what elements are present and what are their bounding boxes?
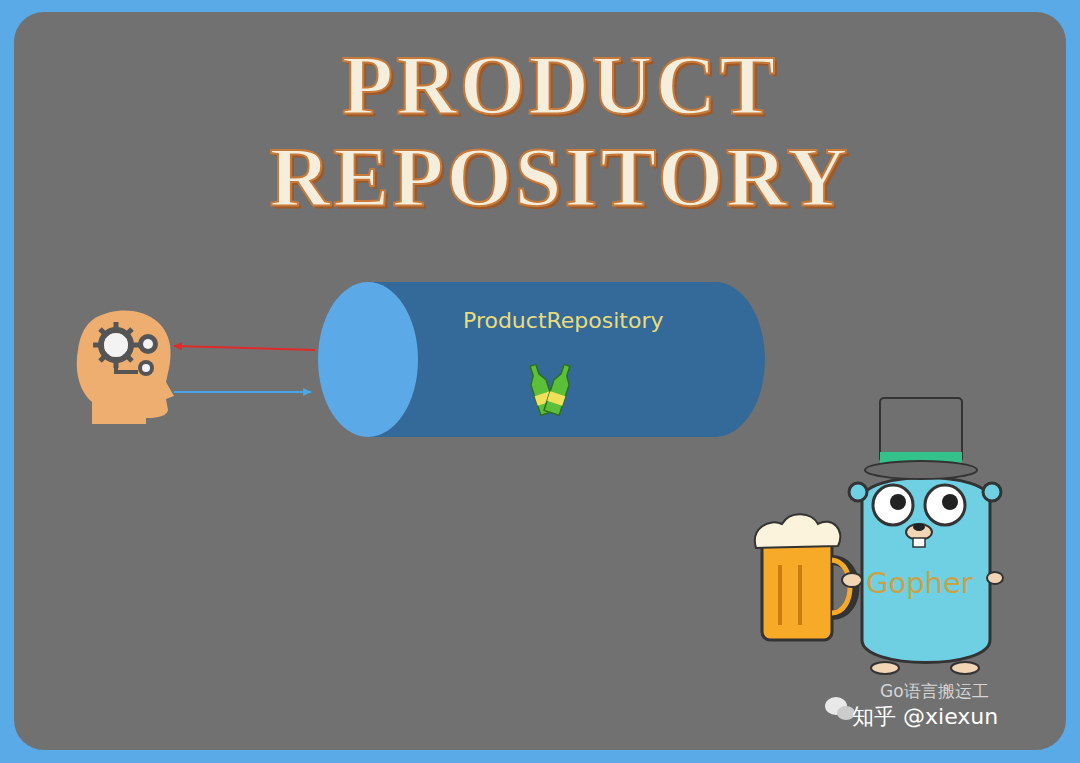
gopher-mascot <box>755 398 1003 674</box>
request-arrow <box>174 391 311 393</box>
watermark: Go语言搬运工 <box>880 680 989 703</box>
return-arrow <box>174 346 315 350</box>
repository-cylinder: ProductRepository <box>318 282 765 437</box>
wechat-icon <box>825 697 855 720</box>
title: PRODUCT REPOSITORY <box>205 40 915 224</box>
node-label: ProductRepository <box>463 308 664 333</box>
cylinder-shape <box>318 282 765 437</box>
watermark: 知乎 @xiexun <box>852 702 998 732</box>
mascot-name: Gopher <box>866 566 973 600</box>
thinking-head-icon <box>77 311 174 424</box>
